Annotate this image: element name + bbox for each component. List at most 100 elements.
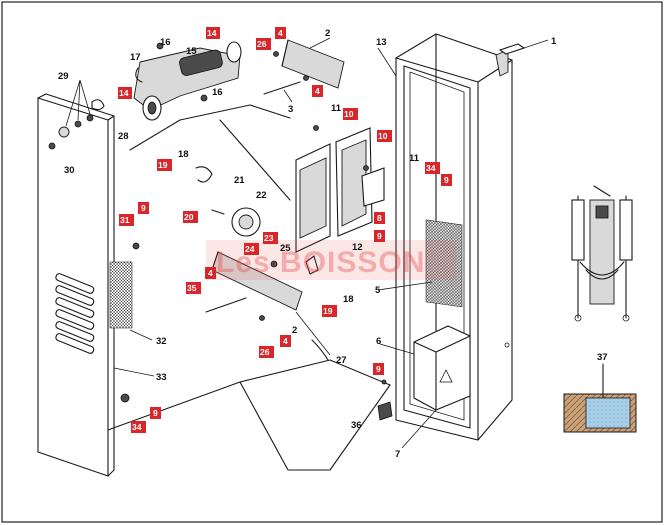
label-30: 30 bbox=[64, 165, 75, 176]
label-37: 37 bbox=[597, 352, 608, 363]
svg-text:19: 19 bbox=[158, 160, 168, 170]
label-18-a: 18 bbox=[178, 149, 189, 160]
motor-roller-assembly bbox=[133, 41, 242, 121]
label-29: 29 bbox=[58, 71, 69, 82]
label-17: 17 bbox=[130, 52, 141, 63]
label-5: 5 bbox=[375, 285, 381, 296]
svg-text:4: 4 bbox=[315, 86, 320, 96]
svg-text:24: 24 bbox=[245, 244, 255, 254]
label-11-a: 11 bbox=[331, 103, 342, 114]
svg-text:9: 9 bbox=[153, 408, 158, 418]
badge-14-top: 14 bbox=[206, 27, 220, 39]
svg-text:9: 9 bbox=[377, 231, 382, 241]
svg-text:14: 14 bbox=[207, 28, 217, 38]
svg-text:20: 20 bbox=[184, 212, 194, 222]
back-plate bbox=[107, 104, 391, 471]
label-2-bottom: 2 bbox=[292, 325, 297, 336]
badge-19-low: 19 bbox=[322, 305, 337, 317]
svg-text:14: 14 bbox=[119, 88, 129, 98]
svg-text:10: 10 bbox=[344, 109, 354, 119]
badge-19-left: 19 bbox=[157, 159, 172, 171]
label-11-b: 11 bbox=[409, 153, 420, 164]
label-18-b: 18 bbox=[343, 294, 354, 305]
label-3: 3 bbox=[288, 104, 293, 115]
label-32: 32 bbox=[156, 336, 167, 347]
svg-text:35: 35 bbox=[187, 283, 197, 293]
svg-text:8: 8 bbox=[377, 213, 382, 223]
svg-text:10: 10 bbox=[378, 131, 388, 141]
rail-bottom bbox=[205, 251, 331, 361]
label-16-a: 16 bbox=[160, 37, 171, 48]
label-1: 1 bbox=[551, 36, 557, 47]
svg-text:9: 9 bbox=[141, 203, 146, 213]
lock-assembly bbox=[48, 99, 105, 150]
crank-assembly bbox=[195, 166, 319, 275]
badge-9-door-low: 9 bbox=[150, 407, 161, 419]
badge-10-b: 10 bbox=[377, 130, 392, 142]
badge-20: 20 bbox=[183, 211, 198, 223]
glass-panel-inset bbox=[563, 363, 637, 433]
badge-4-top: 4 bbox=[275, 27, 286, 39]
badge-8: 8 bbox=[374, 212, 385, 224]
svg-text:34: 34 bbox=[426, 163, 436, 173]
svg-text:4: 4 bbox=[283, 336, 288, 346]
label-15: 15 bbox=[186, 46, 197, 57]
badge-26-top: 26 bbox=[256, 38, 271, 50]
label-28: 28 bbox=[118, 131, 129, 142]
label-7: 7 bbox=[395, 449, 400, 460]
badge-9-right-a: 9 bbox=[441, 174, 452, 186]
badge-9-door: 9 bbox=[138, 202, 149, 214]
door-panel bbox=[37, 93, 140, 477]
svg-text:9: 9 bbox=[444, 175, 449, 185]
roller-module-inset bbox=[571, 185, 633, 322]
leader-lines bbox=[65, 37, 549, 449]
label-12: 12 bbox=[352, 242, 363, 253]
bracket-part bbox=[377, 379, 393, 421]
badge-34-right: 34 bbox=[425, 162, 440, 174]
label-22: 22 bbox=[256, 190, 267, 201]
cabinet-vent-grille bbox=[425, 219, 463, 308]
label-36: 36 bbox=[351, 420, 362, 431]
rail-top bbox=[263, 39, 345, 95]
svg-text:4: 4 bbox=[208, 268, 213, 278]
label-21: 21 bbox=[234, 175, 245, 186]
central-mechanism bbox=[295, 125, 385, 253]
svg-text:31: 31 bbox=[120, 215, 130, 225]
plain-labels: 1 2 2 3 5 6 7 11 11 12 13 15 16 16 17 18… bbox=[58, 28, 608, 460]
badge-9-box: 9 bbox=[373, 363, 384, 375]
badge-4-mid: 4 bbox=[312, 85, 323, 97]
badge-35: 35 bbox=[186, 282, 201, 294]
badge-4-low: 4 bbox=[205, 267, 216, 279]
badge-10-a: 10 bbox=[343, 108, 358, 120]
label-13: 13 bbox=[376, 37, 387, 48]
badge-23: 23 bbox=[263, 232, 278, 244]
label-27: 27 bbox=[336, 355, 347, 366]
svg-text:23: 23 bbox=[264, 233, 274, 243]
badge-9-right-b: 9 bbox=[374, 230, 385, 242]
badge-31: 31 bbox=[119, 214, 134, 226]
svg-text:4: 4 bbox=[278, 28, 283, 38]
label-25: 25 bbox=[280, 243, 291, 254]
electrical-box bbox=[413, 325, 471, 411]
badge-34-door: 34 bbox=[131, 421, 146, 433]
svg-text:19: 19 bbox=[323, 306, 333, 316]
svg-text:9: 9 bbox=[376, 364, 381, 374]
label-2-top: 2 bbox=[325, 28, 330, 39]
badge-4-bottom: 4 bbox=[280, 335, 291, 347]
svg-text:26: 26 bbox=[260, 347, 270, 357]
label-33: 33 bbox=[156, 372, 167, 383]
door-louvers bbox=[55, 273, 95, 354]
badge-labels: 14 4 26 4 14 10 10 34 9 19 8 9 31 9 20 2… bbox=[118, 27, 452, 433]
svg-text:34: 34 bbox=[132, 422, 142, 432]
warning-triangle-icon bbox=[439, 369, 453, 383]
badge-26-low: 26 bbox=[259, 346, 274, 358]
door-mesh bbox=[109, 261, 133, 329]
label-6: 6 bbox=[376, 336, 381, 347]
badge-24: 24 bbox=[244, 243, 259, 255]
badge-14-left: 14 bbox=[118, 87, 132, 99]
watermark: Les BOISSON bbox=[206, 240, 456, 280]
svg-text:26: 26 bbox=[257, 39, 267, 49]
label-16-b: 16 bbox=[212, 87, 223, 98]
